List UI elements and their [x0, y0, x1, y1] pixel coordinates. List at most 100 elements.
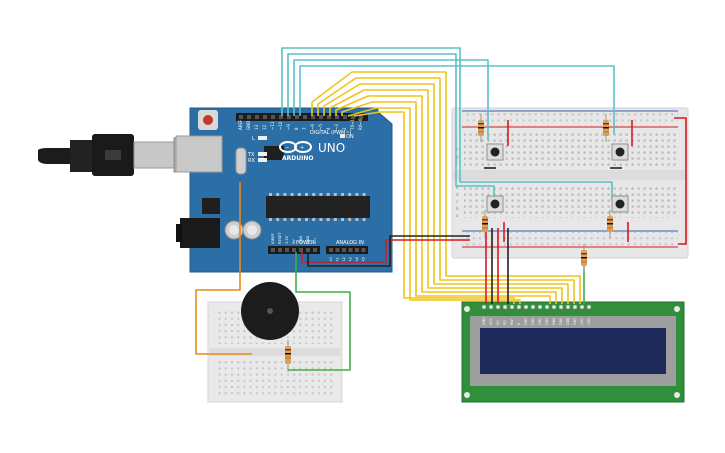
digital-pin-socket[interactable]	[359, 115, 363, 119]
power-pin-socket[interactable]	[299, 248, 303, 252]
digital-pin-socket[interactable]	[279, 115, 283, 119]
lcd-pin[interactable]	[544, 304, 550, 310]
digital-pin-socket[interactable]	[343, 115, 347, 119]
lcd-pin-label: DB6	[566, 318, 570, 325]
wire-yellow-3	[323, 83, 569, 304]
lcd-pin-label: DB5	[559, 318, 563, 325]
wire-5v-red	[301, 239, 470, 263]
analog-pin-socket[interactable]	[335, 248, 340, 252]
digital-pin-label: RX←0	[358, 118, 363, 130]
lcd-pin[interactable]	[481, 304, 487, 310]
row-letter: h	[456, 147, 459, 152]
digital-pin-socket[interactable]	[335, 115, 339, 119]
power-jack	[180, 218, 220, 248]
power-pin-socket[interactable]	[306, 248, 310, 252]
digital-pin-socket[interactable]	[311, 115, 315, 119]
digital-pin-label: 2	[342, 127, 347, 130]
analog-pin-socket[interactable]	[329, 248, 333, 252]
push-button-2[interactable]	[611, 143, 629, 161]
lcd-pin[interactable]	[495, 304, 501, 310]
push-button-3[interactable]	[486, 195, 504, 213]
svg-text:−: −	[285, 145, 289, 151]
digital-pin-label: ~11	[270, 121, 275, 130]
digital-pin-socket[interactable]	[287, 115, 291, 119]
digital-pin-label: ~5	[318, 124, 323, 130]
wire-gnd-black	[307, 235, 470, 267]
digital-pin-socket[interactable]	[295, 115, 299, 119]
digital-pin-socket[interactable]	[327, 115, 331, 119]
power-pin-label: GND	[299, 236, 303, 244]
lcd-pin[interactable]	[537, 304, 543, 310]
lcd-pin-label: DB4	[552, 318, 556, 325]
digital-pin-socket[interactable]	[351, 115, 355, 119]
arduino-uno-board: L TX RX ON − + UNO ARDUINO DIGITAL (PWM~…	[175, 107, 393, 273]
analog-pin-socket[interactable]	[348, 248, 353, 252]
digital-pin-socket[interactable]	[239, 115, 243, 119]
lcd-pin-label: RS	[503, 320, 507, 325]
arduino-logo: − +	[279, 141, 312, 153]
reset-button-cap[interactable]	[203, 115, 213, 125]
power-pin-label: IOREF	[271, 233, 275, 244]
row-letter: f	[456, 161, 458, 166]
digital-pin-label: AREF	[238, 119, 243, 130]
wire-cyan-1	[281, 47, 461, 138]
wire-yellow-7	[347, 107, 521, 304]
voltage-regulator	[202, 198, 220, 214]
lcd-pin-label: DB0	[524, 318, 528, 325]
wire-rail-red	[674, 117, 687, 245]
lcd-pin[interactable]	[523, 304, 529, 310]
analog-pin-socket[interactable]	[342, 248, 346, 252]
on-label: ON	[346, 134, 354, 140]
digital-pin-socket[interactable]	[247, 115, 251, 119]
digital-pins-label: DIGITAL (PWM~)	[310, 130, 352, 136]
analog-header	[326, 246, 368, 254]
digital-pin-label: 8	[294, 127, 299, 130]
push-button-4[interactable]	[611, 195, 629, 213]
push-button-1[interactable]	[486, 143, 504, 161]
power-pin-socket[interactable]	[292, 248, 296, 252]
lcd-pin[interactable]	[488, 304, 494, 310]
power-pin-socket[interactable]	[278, 248, 282, 252]
wire-yellow-6	[341, 101, 551, 304]
analog-pin-socket[interactable]	[355, 248, 359, 252]
power-pin-socket[interactable]	[271, 248, 275, 252]
analog-pin-socket[interactable]	[361, 248, 366, 252]
lcd-pin[interactable]	[579, 304, 585, 310]
wire-yellow-1	[311, 71, 581, 304]
digital-pin-label: 12	[262, 124, 267, 130]
digital-pin-socket[interactable]	[255, 115, 259, 119]
lcd-pin-label: LED	[587, 318, 591, 325]
row-letter: e	[456, 185, 459, 190]
power-pin-socket[interactable]	[285, 248, 289, 252]
digital-pin-socket[interactable]	[263, 115, 267, 119]
push-buttons	[486, 143, 629, 213]
top-power-rail	[462, 112, 678, 126]
lcd-pin[interactable]	[565, 304, 571, 310]
row-letter: d	[456, 192, 459, 197]
lcd-pin[interactable]	[558, 304, 564, 310]
lcd-pin-label: DB3	[545, 318, 549, 325]
digital-pin-socket[interactable]	[303, 115, 307, 119]
lcd-pin[interactable]	[572, 304, 578, 310]
digital-pin-label: ~6	[310, 124, 315, 130]
resistor-4	[607, 210, 613, 238]
power-label: POWER	[296, 240, 315, 246]
piezo-buzzer	[241, 282, 299, 340]
lcd-pin[interactable]	[551, 304, 557, 310]
lcd-pin[interactable]	[516, 304, 522, 310]
wire-yellow-8	[353, 111, 515, 304]
lcd-pin[interactable]	[530, 304, 536, 310]
digital-pin-label: TX→1	[350, 118, 355, 131]
power-pin-label: Vin	[313, 238, 317, 244]
digital-pin-label: 4	[326, 127, 331, 130]
power-pin-socket[interactable]	[313, 248, 317, 252]
power-pin-label: GND	[306, 236, 310, 244]
analog-pin-label: A3	[349, 257, 353, 262]
bottom-power-rail	[462, 232, 678, 246]
lcd-pin[interactable]	[586, 304, 592, 310]
resistor-2	[603, 114, 609, 142]
lcd-pin[interactable]	[509, 304, 515, 310]
digital-pin-socket[interactable]	[271, 115, 275, 119]
lcd-pin[interactable]	[502, 304, 508, 310]
digital-pin-socket[interactable]	[319, 115, 323, 119]
